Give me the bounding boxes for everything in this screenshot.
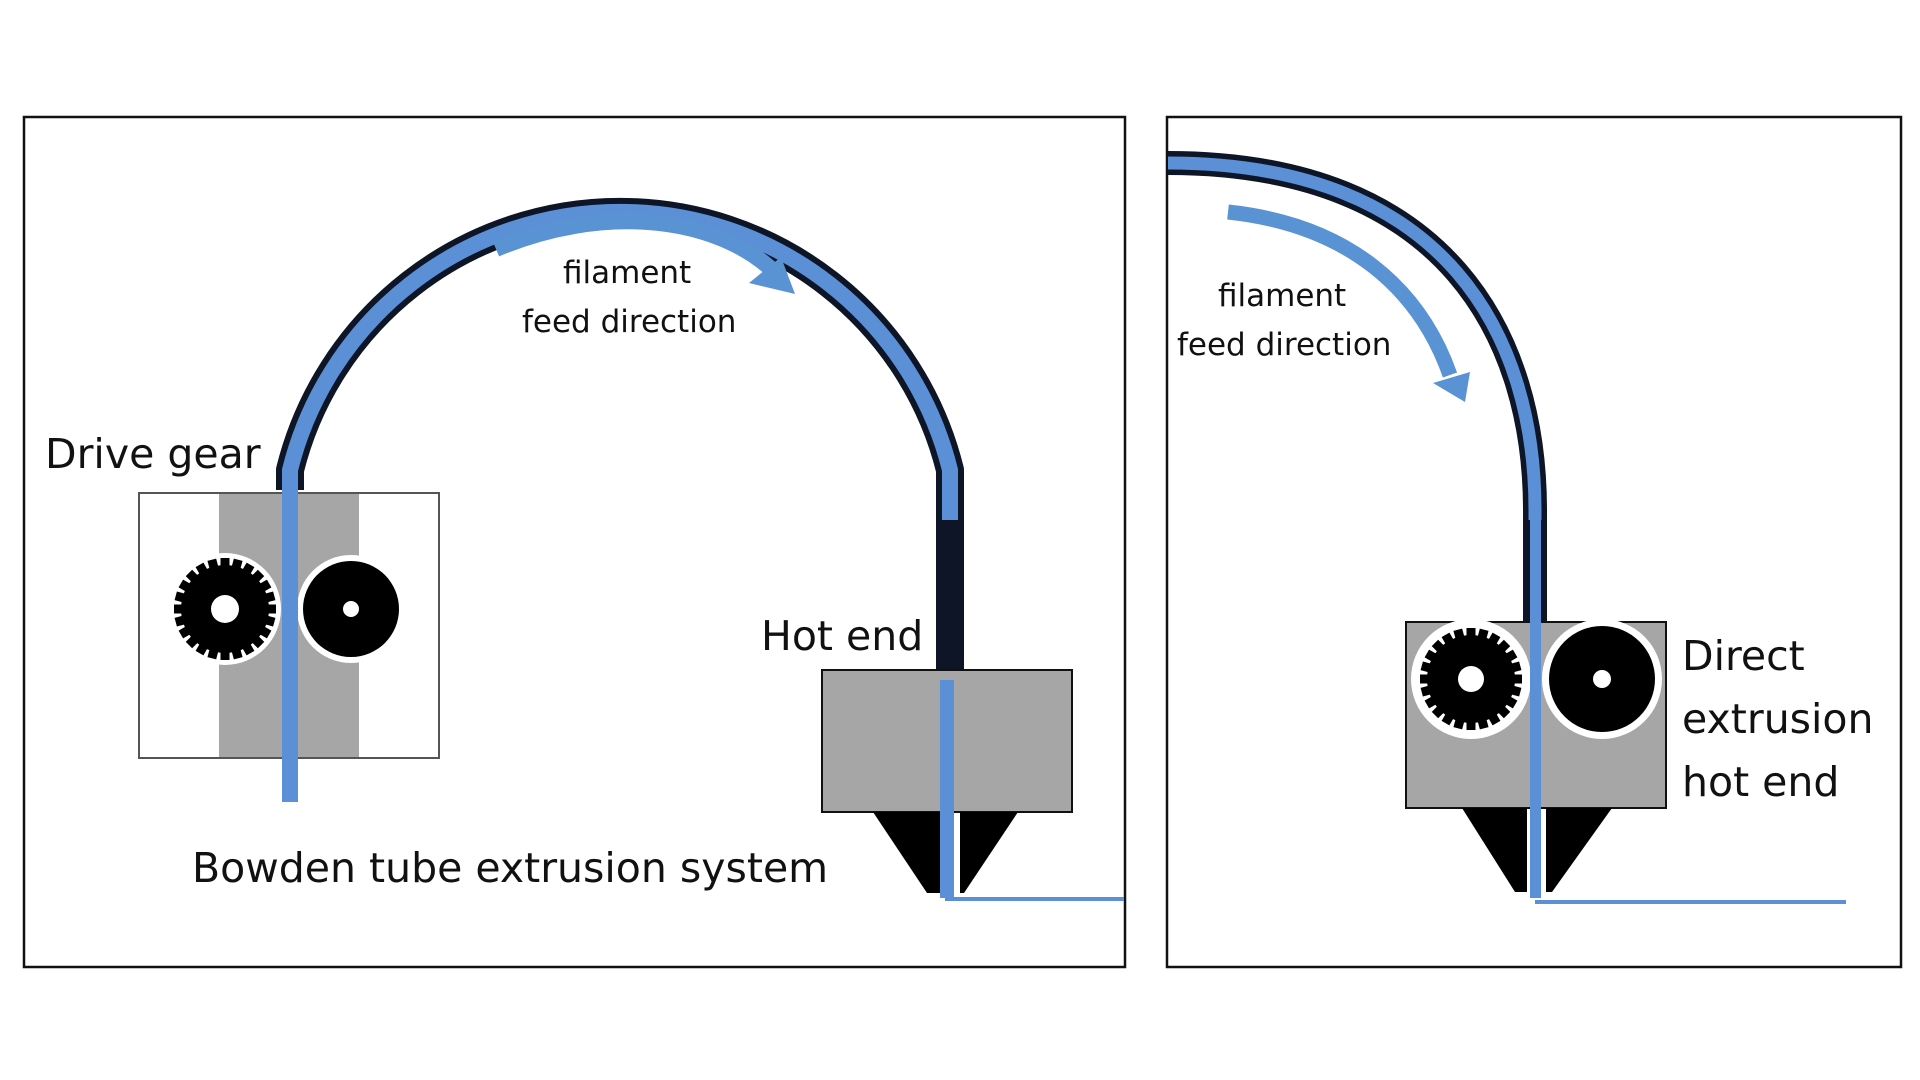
direct-arrow-label-line2: feed direction (1177, 327, 1391, 363)
direct-label-line2: extrusion (1682, 695, 1874, 743)
bowden-filament-in-tube (282, 203, 958, 520)
direct-arrow-label-line1: filament (1218, 278, 1346, 314)
left-toothed-gear (169, 553, 281, 665)
bowden-arrow-label-line1: filament (563, 255, 691, 291)
bowden-arrow-label-line2: feed direction (522, 304, 736, 340)
bowden-panel: filament feed direction Drive gear Hot e… (22, 115, 1127, 969)
direct-filament (1530, 520, 1541, 898)
drive-gear-label: Drive gear (45, 430, 261, 478)
hot-end-block (821, 669, 1073, 898)
direct-idler-wheel (1542, 619, 1662, 739)
direct-label-line3: hot end (1682, 758, 1839, 806)
direct-panel: filament feed direction Direct extrusion… (1165, 115, 1903, 969)
left-nozzle-half (873, 812, 940, 893)
direct-label-line1: Direct (1682, 632, 1805, 680)
direct-right-nozzle-half (1546, 808, 1612, 892)
direct-filament-in-tube (1167, 156, 1542, 520)
direct-left-nozzle-half (1462, 808, 1527, 892)
hot-end-label: Hot end (761, 612, 923, 660)
bowden-filament (282, 490, 298, 802)
left-idler-wheel (297, 555, 405, 663)
direct-feed-arrow (1227, 204, 1470, 402)
bowden-caption: Bowden tube extrusion system (192, 844, 828, 892)
bowden-feed-arrow (492, 213, 795, 294)
right-nozzle-half (960, 812, 1018, 893)
direct-toothed-gear (1411, 619, 1531, 739)
